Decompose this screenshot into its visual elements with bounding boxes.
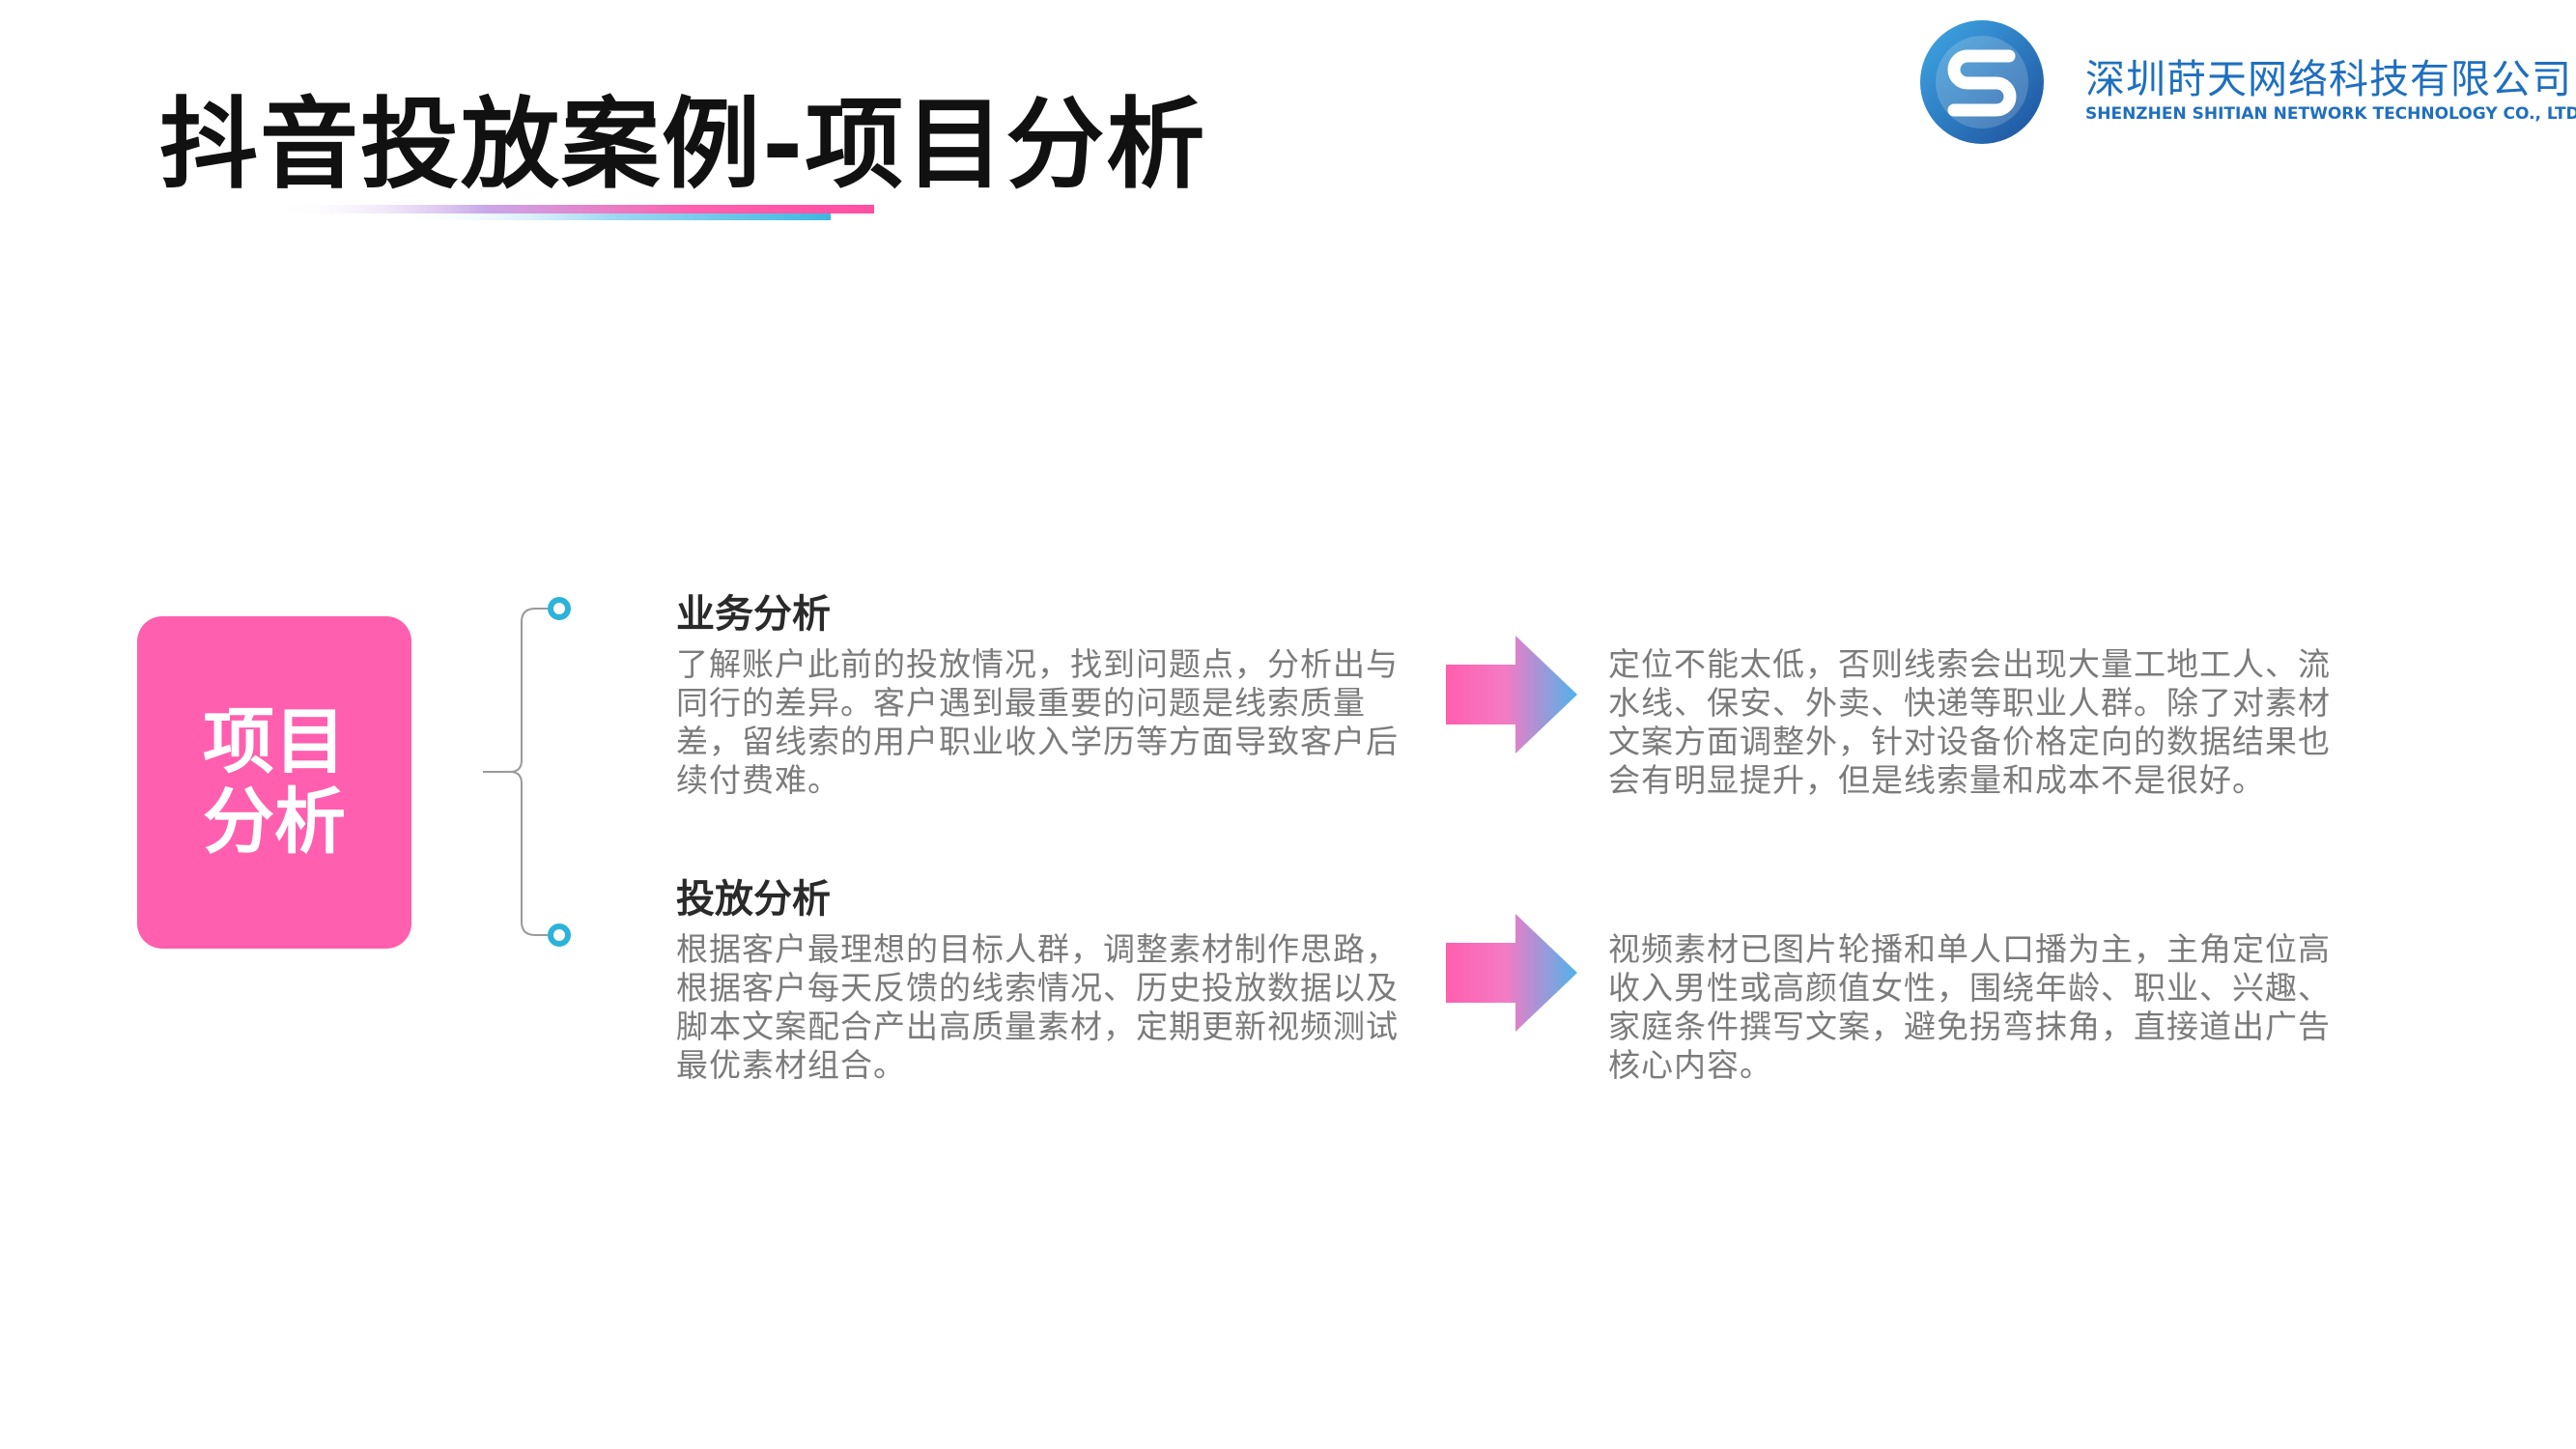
arrow-right-icon: [1446, 636, 1577, 753]
arrow-right-icon: [1446, 914, 1577, 1032]
section-description-business: 了解账户此前的投放情况，找到问题点，分析出与同行的差异。客户遇到最重要的问题是线…: [676, 645, 1399, 799]
section-heading-delivery: 投放分析: [676, 877, 831, 922]
slide-title: 抖音投放案例-项目分析: [159, 88, 1207, 203]
connector-dot-top: [548, 597, 571, 620]
connector-dot-bottom: [548, 923, 571, 947]
company-header: 深圳莳天网络科技有限公司 SHENZHEN SHITIAN NETWORK TE…: [1917, 17, 2576, 153]
section-heading-business: 业务分析: [676, 592, 831, 637]
section-result-delivery: 视频素材已图片轮播和单人口播为主，主角定位高收入男性或高颜值女性，围绕年龄、职业…: [1608, 930, 2331, 1084]
company-name: 深圳莳天网络科技有限公司: [2085, 56, 2572, 102]
company-english-name: SHENZHEN SHITIAN NETWORK TECHNOLOGY CO.,…: [2085, 104, 2576, 124]
badge-label: 项目分析: [203, 700, 346, 864]
section-result-business: 定位不能太低，否则线索会出现大量工地工人、流水线、保安、外卖、快递等职业人群。除…: [1608, 645, 2331, 799]
bracket-connector: [483, 597, 571, 947]
project-analysis-badge: 项目分析: [137, 616, 411, 949]
title-underline: [275, 205, 874, 220]
section-description-delivery: 根据客户最理想的目标人群，调整素材制作思路，根据客户每天反馈的线索情况、历史投放…: [676, 930, 1399, 1084]
company-s-logo-icon: [1920, 20, 2044, 144]
